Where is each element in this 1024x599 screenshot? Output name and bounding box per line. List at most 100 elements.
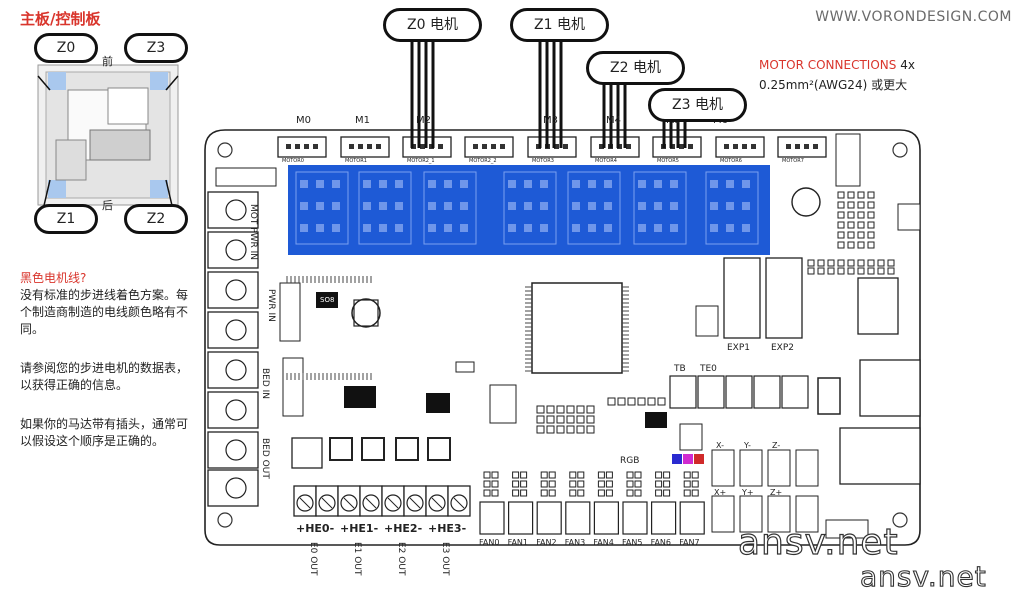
driver-pad (540, 224, 548, 232)
pin (867, 221, 875, 229)
pin (586, 425, 595, 434)
fan-jumper-pin (520, 471, 528, 479)
driver-module (567, 171, 621, 245)
corner-block-z0 (48, 72, 66, 90)
fan-jumper-pin (605, 480, 613, 488)
pin (887, 259, 895, 267)
motor-connector-label: MOTOR5 (657, 158, 679, 164)
site-url: WWW.VORONDESIGN.COM (815, 9, 1012, 25)
motor-connector (715, 136, 765, 158)
fan-jumper-pin (683, 489, 691, 497)
fan-label: FAN7 (679, 538, 700, 547)
motor-connector-pin (349, 144, 354, 149)
motor-connector-label: MOTOR0 (282, 158, 304, 164)
driver-pad (588, 180, 596, 188)
bottom-connector (825, 519, 869, 539)
motor-connector-pin (500, 144, 505, 149)
driver-pad (572, 202, 580, 210)
driver-pad (654, 224, 662, 232)
rgb-pin-blue (672, 454, 682, 464)
fan-jumper-pin (577, 480, 585, 488)
driver-pad (540, 180, 548, 188)
bed-in-label: BED IN (260, 368, 270, 400)
endstop-connector (739, 449, 763, 487)
motor-connector-pin (795, 144, 800, 149)
motor-connector-pin (554, 144, 559, 149)
motor-header-label: M1 (355, 115, 370, 126)
terminal-screw (225, 319, 247, 341)
fan-jumper-pin (520, 480, 528, 488)
fan-jumper-pin (520, 489, 528, 497)
thermistor-connector (781, 375, 809, 409)
notes-paragraph-3: 如果你的马达带有插头，通常可以假设这个顺序是正确的。 (20, 417, 189, 448)
terminal-screw (225, 239, 247, 261)
corner-label-z2: Z2 (124, 204, 188, 234)
mosfet-5 (427, 437, 451, 461)
mount-hole-bl (217, 512, 233, 528)
fan-jumper-pin (548, 471, 556, 479)
pin-headers (536, 191, 895, 434)
pin (807, 259, 815, 267)
heater-screw-slot (431, 497, 443, 509)
jumper-small (455, 361, 475, 373)
fan-jumper-pin (540, 489, 548, 497)
rgb-pin-magenta (683, 454, 693, 464)
terminal-screw (225, 279, 247, 301)
corner-label-z1: Z1 (34, 204, 98, 234)
bed-out-label: BED OUT (260, 438, 270, 479)
pin (857, 221, 865, 229)
driver-pad (300, 202, 308, 210)
driver-pad (332, 224, 340, 232)
mosfet-2 (329, 437, 353, 461)
pin (536, 415, 545, 424)
driver-pad (379, 180, 387, 188)
driver-pad (363, 180, 371, 188)
driver-pad (742, 202, 750, 210)
fan-connector (679, 501, 705, 535)
driver-modules (295, 171, 759, 245)
motor-connector-pin (438, 144, 443, 149)
fan-label: FAN6 (650, 538, 672, 547)
small-connector (215, 167, 277, 187)
endstop-connector (711, 495, 735, 533)
driver-pad (540, 202, 548, 210)
mosfet-1 (291, 437, 323, 469)
pin (817, 259, 825, 267)
motor-connections-spec: 0.25mm²(AWG24) 或更大 (759, 78, 908, 92)
pin (847, 191, 855, 199)
pin (847, 241, 855, 249)
driver-pad (710, 180, 718, 188)
driver-pad (604, 180, 612, 188)
driver-pad (363, 202, 371, 210)
fan-jumper-pin (577, 471, 585, 479)
heater-out-label: E3 OUT (440, 542, 450, 576)
exp1-connector (723, 257, 761, 339)
driver-pad (670, 202, 678, 210)
fan-jumper-pin (605, 471, 613, 479)
heater-screw-slot (365, 497, 377, 509)
pin (556, 405, 565, 414)
motor-connector-pin (813, 144, 818, 149)
driver-pad (300, 180, 308, 188)
driver-pad (670, 224, 678, 232)
endstop-connector (795, 449, 819, 487)
pin (867, 267, 875, 275)
driver-pad (670, 180, 678, 188)
pin (647, 397, 656, 406)
heater-out-label: E2 OUT (396, 542, 406, 576)
pin (837, 231, 845, 239)
pin (847, 221, 855, 229)
fan-connector (650, 501, 677, 535)
terminal-screw (225, 199, 247, 221)
fan-connector (479, 501, 505, 535)
pin (847, 259, 855, 267)
pin (586, 415, 595, 424)
terminal-screw (225, 359, 247, 381)
pin (576, 405, 585, 414)
motor-connector-pin (286, 144, 291, 149)
motor-connections-heading: MOTOR CONNECTIONS 4x (759, 58, 915, 72)
endstop-max-label: X+ (714, 488, 727, 497)
motor-connector-pin (420, 144, 425, 149)
rgb-pin-red (694, 454, 704, 464)
pin (847, 211, 855, 219)
